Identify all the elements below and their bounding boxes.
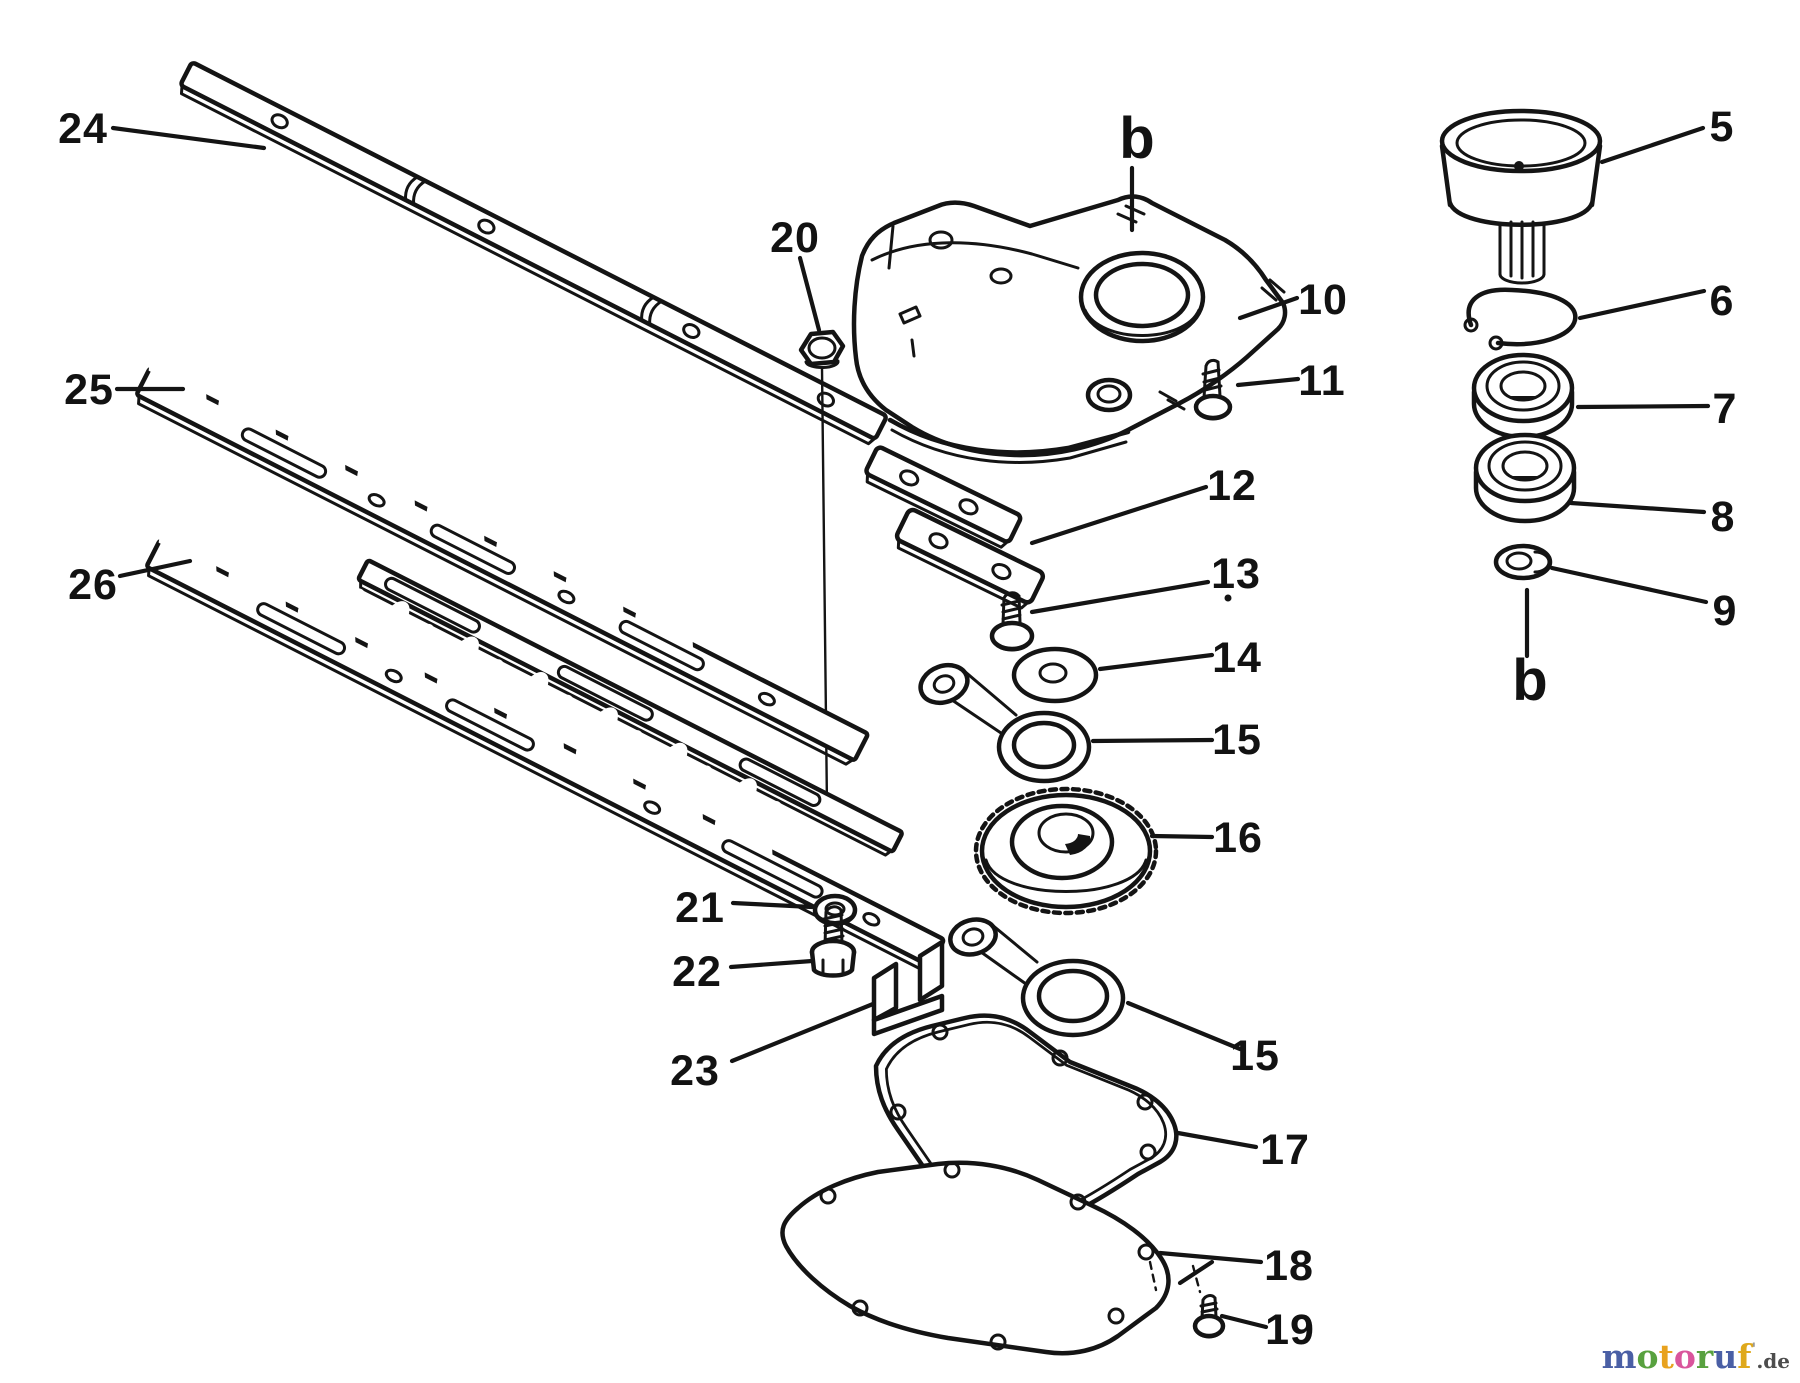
cover-plate-part18 xyxy=(780,1160,1171,1356)
cutter-blade-part25 xyxy=(135,316,870,766)
clamp-plate-part12 xyxy=(894,507,1046,610)
leader-21 xyxy=(730,900,815,910)
watermark-letter-o2: o xyxy=(1674,1337,1696,1376)
leader-19 xyxy=(1219,1313,1269,1330)
bearing-part7 xyxy=(1471,352,1575,440)
nut-part20 xyxy=(798,329,846,369)
leader-20 xyxy=(797,255,822,333)
callout-19: 19 xyxy=(1265,1306,1315,1354)
callout-9: 9 xyxy=(1713,587,1738,635)
leader-26 xyxy=(117,558,193,579)
leader-24 xyxy=(110,125,267,151)
callout-26: 26 xyxy=(68,561,118,609)
leader-23 xyxy=(729,1001,876,1064)
callout-16: 16 xyxy=(1213,814,1263,862)
callout-22: 22 xyxy=(672,948,722,996)
callout-labels: 24 25 26 20 10 11 12 13 14 15 16 21 22 2… xyxy=(58,103,1738,1354)
callout-8: 8 xyxy=(1711,493,1736,541)
screw-part13 xyxy=(989,591,1035,652)
leader-14 xyxy=(1097,652,1215,672)
leader-16 xyxy=(1149,833,1215,840)
leader-15 xyxy=(1090,737,1215,744)
blade-backing-strip xyxy=(356,558,904,857)
leader-13 xyxy=(1029,579,1211,615)
gear-housing-part10 xyxy=(851,194,1288,464)
gear-wheel-part16 xyxy=(973,786,1159,916)
watermark-letter-m: m xyxy=(1602,1337,1637,1376)
callout-21: 21 xyxy=(675,884,725,932)
callout-11: 11 xyxy=(1298,357,1345,405)
leader-7 xyxy=(1575,403,1711,410)
leader-5 xyxy=(1599,125,1706,165)
leader-17 xyxy=(1175,1130,1259,1150)
bearing-part8 xyxy=(1473,432,1577,524)
leader-11 xyxy=(1235,376,1301,388)
callout-24: 24 xyxy=(58,105,108,153)
callout-20: 20 xyxy=(770,214,820,262)
callout-17: 17 xyxy=(1260,1126,1310,1174)
lock-washer-part9 xyxy=(1493,543,1553,581)
leader-12 xyxy=(1029,484,1209,546)
watermark-letter-u: u xyxy=(1713,1337,1737,1376)
watermark-letter-t: t xyxy=(1659,1337,1675,1376)
callout-7: 7 xyxy=(1713,385,1738,433)
callout-13: 13 xyxy=(1211,550,1261,598)
leader-10 xyxy=(1237,295,1300,321)
watermark-letter-f: f xyxy=(1737,1337,1753,1376)
callout-10: 10 xyxy=(1298,276,1348,324)
leader-8 xyxy=(1568,500,1707,515)
watermark-letter-o1: o xyxy=(1637,1337,1659,1376)
leader-6 xyxy=(1577,288,1707,321)
callout-5: 5 xyxy=(1710,103,1735,151)
clutch-drum-part5 xyxy=(1439,108,1603,285)
screw-part19 xyxy=(1191,1264,1226,1339)
leader-18 xyxy=(1157,1250,1264,1286)
watermark-letter-r: r xyxy=(1696,1337,1714,1376)
section-letter-b-top: b xyxy=(1119,106,1154,171)
leader-15b xyxy=(1125,1000,1243,1052)
leader-22 xyxy=(728,958,815,970)
snap-ring-part6 xyxy=(1463,287,1578,351)
connecting-rod-part15-upper xyxy=(918,662,1092,784)
callout-18: 18 xyxy=(1264,1242,1314,1290)
watermark-suffix: .de xyxy=(1756,1349,1790,1373)
blade-bar-part24 xyxy=(179,61,888,446)
callout-15: 15 xyxy=(1212,716,1262,764)
leader-9 xyxy=(1549,565,1709,605)
u-bracket-part23 xyxy=(871,939,945,1037)
callout-12: 12 xyxy=(1207,462,1257,510)
callout-6: 6 xyxy=(1710,277,1735,325)
watermark-motoruf-de: motoruf'.de xyxy=(1602,1337,1790,1376)
watermark-tick: ' xyxy=(1751,1339,1756,1358)
callout-15b: 15 xyxy=(1230,1032,1280,1080)
callout-23: 23 xyxy=(670,1047,720,1095)
washer-part21 xyxy=(812,893,858,927)
section-letter-b-bottom: b xyxy=(1512,648,1547,713)
bar-end-bracket xyxy=(864,445,1023,549)
connecting-rod-part15-lower xyxy=(948,917,1126,1038)
callout-14: 14 xyxy=(1212,634,1262,682)
washer-part14 xyxy=(1011,646,1099,704)
callout-25: 25 xyxy=(64,366,114,414)
bolt-part22 xyxy=(809,905,857,978)
print-speck xyxy=(1224,594,1232,602)
screw-part11 xyxy=(1193,358,1233,421)
